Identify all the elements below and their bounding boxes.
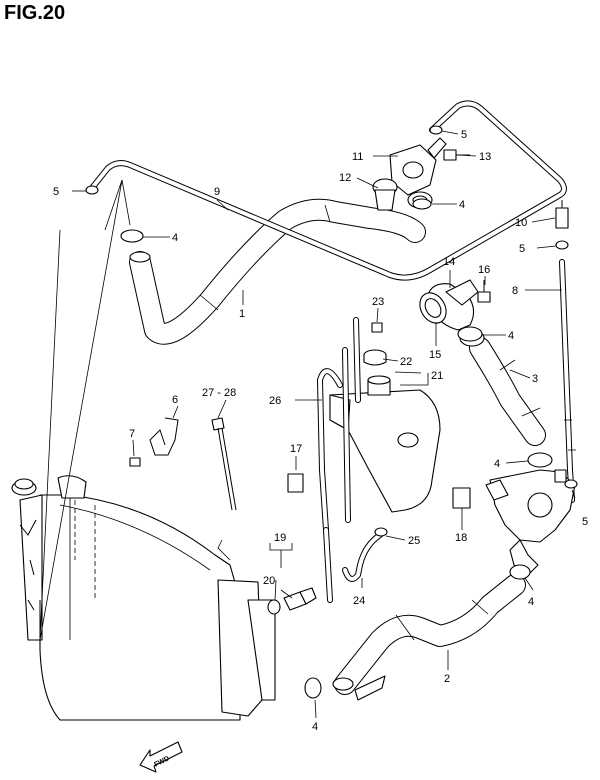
clip-5 xyxy=(85,125,578,537)
overflow-tube-9 xyxy=(89,100,567,281)
screw-23 xyxy=(371,322,383,333)
label-part-19: 19 xyxy=(274,532,286,544)
bolt-13 xyxy=(443,149,470,161)
label-part-20: 20 xyxy=(263,575,275,587)
tube-24 xyxy=(323,527,383,603)
joint-10 xyxy=(555,200,569,229)
sensor-19 xyxy=(283,587,317,611)
label-part-5: 5 xyxy=(461,129,467,141)
tube-26 xyxy=(317,317,361,533)
front-direction-arrow: FWD xyxy=(139,741,183,773)
label-part-4: 4 xyxy=(494,458,500,470)
label-part-11: 11 xyxy=(352,151,363,163)
water-hose-3 xyxy=(459,329,546,446)
part-labels: 1 2 3 4 4 4 4 4 4 5 5 5 5 6 7 8 9 10 11 … xyxy=(53,129,588,733)
label-part-5: 5 xyxy=(582,516,588,528)
cushion-18 xyxy=(452,487,471,509)
label-part-5: 5 xyxy=(519,243,525,255)
hose-clamp-4 xyxy=(120,198,553,699)
label-part-4: 4 xyxy=(172,232,178,244)
cap-22 xyxy=(363,349,387,366)
label-part-22: 22 xyxy=(400,356,412,368)
label-part-15: 15 xyxy=(429,349,441,361)
label-part-5: 5 xyxy=(53,186,59,198)
label-part-21: 21 xyxy=(431,370,443,382)
water-pump xyxy=(485,469,576,576)
label-part-4: 4 xyxy=(508,330,514,342)
label-part-8: 8 xyxy=(512,285,518,297)
bolt-16 xyxy=(477,280,491,303)
leader-lines xyxy=(72,130,576,719)
bolt-7 xyxy=(129,457,141,467)
label-part-7: 7 xyxy=(129,428,135,440)
label-part-9: 9 xyxy=(214,186,220,198)
label-part-18: 18 xyxy=(455,532,467,544)
label-part-4: 4 xyxy=(459,199,465,211)
radiator-leader xyxy=(39,179,131,641)
o-ring-15 xyxy=(419,292,447,324)
figure-title: FIG.20 xyxy=(4,2,66,24)
label-part-24: 24 xyxy=(353,595,365,607)
label-part-17: 17 xyxy=(290,443,302,455)
bracket-6 xyxy=(149,417,179,456)
label-part-23: 23 xyxy=(372,296,384,308)
lower-radiator-hose-2 xyxy=(332,574,526,701)
label-part-4: 4 xyxy=(528,596,534,608)
label-part-26: 26 xyxy=(269,395,281,407)
cushion-17 xyxy=(287,473,304,493)
label-part-3: 3 xyxy=(532,373,538,385)
label-part-12: 12 xyxy=(339,172,351,184)
o-ring-20 xyxy=(267,599,281,615)
label-part-2: 2 xyxy=(444,673,450,685)
label-part-13: 13 xyxy=(479,151,491,163)
label-part-10: 10 xyxy=(515,217,527,229)
label-part-1: 1 xyxy=(239,308,245,320)
tube-8 xyxy=(559,259,576,503)
thermostat-12 xyxy=(372,178,398,211)
label-part-16: 16 xyxy=(478,264,490,276)
label-part-4: 4 xyxy=(312,721,318,733)
label-part-14: 14 xyxy=(443,256,455,268)
label-part-25: 25 xyxy=(408,535,420,547)
label-part-27-28: 27 - 28 xyxy=(202,387,236,399)
label-part-6: 6 xyxy=(172,394,178,406)
clamp-27-28 xyxy=(211,417,237,511)
thermostat-housing-11 xyxy=(389,137,447,196)
radiator xyxy=(11,475,276,721)
